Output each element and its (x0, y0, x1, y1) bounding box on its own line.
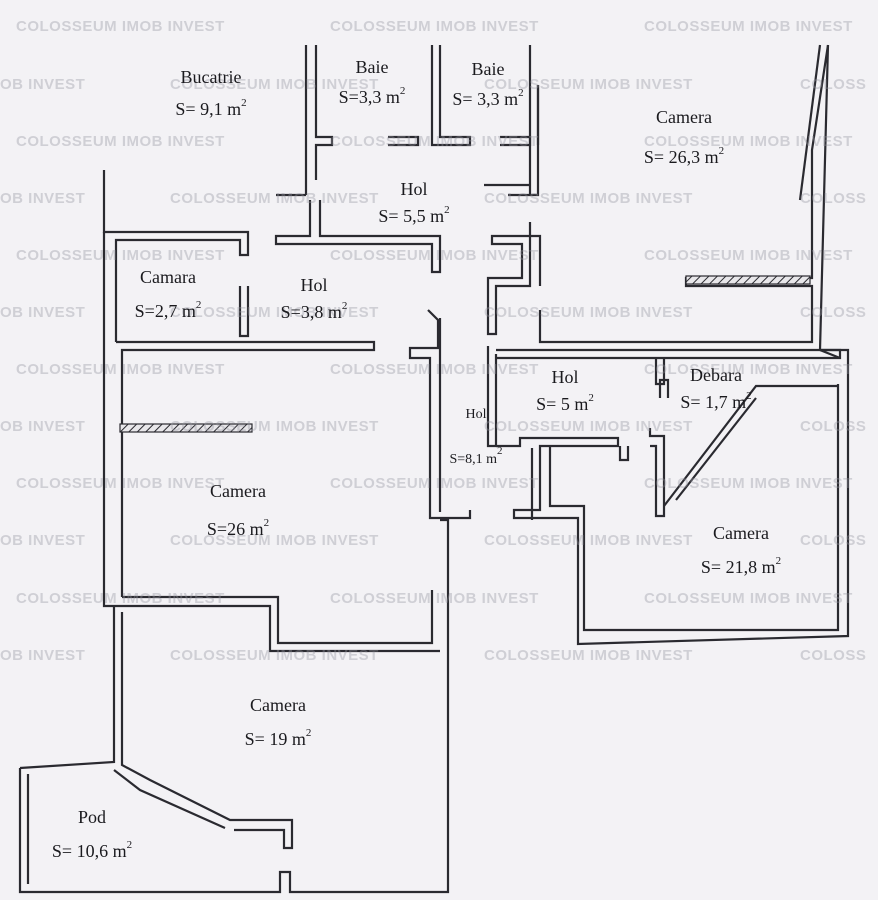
watermark: COLOSSEUM IMOB INVEST (484, 304, 693, 321)
watermark: COLOSSEUM IMOB INVEST (330, 361, 539, 378)
room-name: Pod (77, 807, 106, 827)
watermark: COLOSSEUM IMOB INVEST (170, 304, 379, 321)
room-label-camera-ne: Camera S= 26,3 m2 (626, 108, 742, 166)
room-label-baie-1: Baie S=3,3 m2 (322, 58, 422, 106)
room-label-hol-mid: Hol S=3,8 m2 (264, 276, 364, 321)
room-label-debara: Debara S= 1,7 m2 (664, 366, 768, 411)
room-area: S=2,7 m2 (134, 299, 202, 321)
watermark: COLOSSEUM IMOB INVEST (170, 190, 379, 207)
watermark: COLOSSEUM IMOB INVEST (16, 247, 225, 264)
watermark: COLOSSEUM IMOB INVEST (16, 475, 225, 492)
central-walls (408, 309, 850, 646)
room-name: Camera (210, 481, 266, 501)
watermark: OB INVEST (0, 647, 86, 664)
room-label-camera-se: Camera S= 21,8 m2 (682, 524, 800, 576)
room-label-baie-2: Baie S= 3,3 m2 (438, 60, 538, 108)
room-area: S= 9,1 m2 (175, 97, 247, 119)
room-area: S= 3,3 m2 (452, 87, 524, 109)
watermark: COLOSSEUM IMOB INVEST (16, 133, 225, 150)
room-area: S=8,1 m2 (449, 445, 503, 467)
room-label-hol-right: Hol S= 5 m2 (522, 368, 608, 413)
watermark: COLOSSEUM IMOB INVEST (644, 361, 853, 378)
watermark: OB INVEST (0, 76, 86, 93)
watermark: COLOSSEUM IMOB INVEST (644, 590, 853, 607)
room-area: S= 19 m2 (244, 727, 312, 749)
watermark: OB INVEST (0, 304, 86, 321)
watermark: COLOSSEUM IMOB INVEST (330, 475, 539, 492)
watermark: COLOSSEUM IMOB INVEST (484, 418, 693, 435)
room-area: S= 10,6 m2 (51, 839, 133, 861)
watermark: OB INVEST (0, 532, 86, 549)
watermark: COLOSSEUM IMOB INVEST (644, 133, 853, 150)
room-area: S=3,3 m2 (338, 85, 406, 107)
room-name: Camera (713, 523, 769, 543)
watermark: COLOSSEUM IMOB INVEST (644, 475, 853, 492)
room-name: Baie (471, 59, 505, 79)
watermark: COLOSSEUM IMOB INVEST (330, 247, 539, 264)
watermark: COLOSSEUM IMOB INVEST (484, 76, 693, 93)
watermark: COLOSSEUM IMOB INVEST (330, 133, 539, 150)
watermark: COLOSSEUM IMOB INVEST (484, 532, 693, 549)
watermark: COLOSSEUM IMOB INVEST (170, 647, 379, 664)
watermark: COLOSSEUM IMOB INVEST (170, 76, 379, 93)
room-name: Hol (300, 275, 328, 295)
room-name: Camera (656, 107, 712, 127)
northeast-walls (508, 44, 841, 360)
room-area: S=3,8 m2 (280, 300, 348, 322)
watermark: COLOSSEUM IMOB INVEST (170, 418, 379, 435)
watermark: COLOSSEUM IMOB INVEST (16, 361, 225, 378)
watermark: OB INVEST (0, 190, 86, 207)
watermark: COLOSS (800, 532, 867, 549)
room-name: Hol (551, 367, 579, 387)
watermark: COLOSS (800, 190, 867, 207)
room-area: S=26 m2 (206, 517, 270, 539)
watermark: COLOSS (800, 418, 867, 435)
room-label-hol-top: Hol S= 5,5 m2 (362, 180, 466, 225)
hatched-wall-west (119, 423, 253, 433)
room-label-camara: Camara S=2,7 m2 (118, 268, 218, 320)
watermark: COLOSSEUM IMOB INVEST (16, 590, 225, 607)
room-name: Debara (690, 365, 742, 385)
west-walls (18, 170, 450, 894)
room-name: Hol (400, 179, 428, 199)
watermark: COLOSSEUM IMOB INVEST (330, 590, 539, 607)
room-area: S= 26,3 m2 (643, 145, 725, 167)
room-name: Camara (140, 267, 196, 287)
watermark: COLOSS (800, 647, 867, 664)
watermark: COLOSSEUM IMOB INVEST (644, 18, 853, 35)
watermark: COLOSSEUM IMOB INVEST (330, 18, 539, 35)
room-area: S= 5,5 m2 (378, 204, 450, 226)
room-name: Baie (355, 57, 389, 77)
watermark: COLOSS (800, 76, 867, 93)
room-name: Hol (465, 407, 487, 422)
watermark: OB INVEST (0, 418, 86, 435)
room-area: S= 1,7 m2 (680, 390, 752, 412)
watermark: COLOSSEUM IMOB INVEST (170, 532, 379, 549)
room-name: Camera (250, 695, 306, 715)
watermark: COLOSSEUM IMOB INVEST (484, 647, 693, 664)
room-area: S= 5 m2 (536, 392, 594, 414)
watermark: COLOSS (800, 304, 867, 321)
room-name: Bucatrie (180, 67, 242, 87)
watermark: COLOSSEUM IMOB INVEST (644, 247, 853, 264)
hatched-wall-east (685, 275, 811, 285)
room-label-hol-center: Hol S=8,1 m2 (436, 408, 516, 467)
room-label-bucatrie: Bucatrie S= 9,1 m2 (156, 68, 266, 118)
watermark: COLOSSEUM IMOB INVEST (484, 190, 693, 207)
room-label-camera-sw: Camera S= 19 m2 (226, 696, 330, 748)
room-area: S= 21,8 m2 (700, 555, 782, 577)
watermark: COLOSSEUM IMOB INVEST (16, 18, 225, 35)
room-label-camera-w: Camera S=26 m2 (186, 482, 290, 538)
room-label-pod: Pod S= 10,6 m2 (36, 808, 148, 860)
